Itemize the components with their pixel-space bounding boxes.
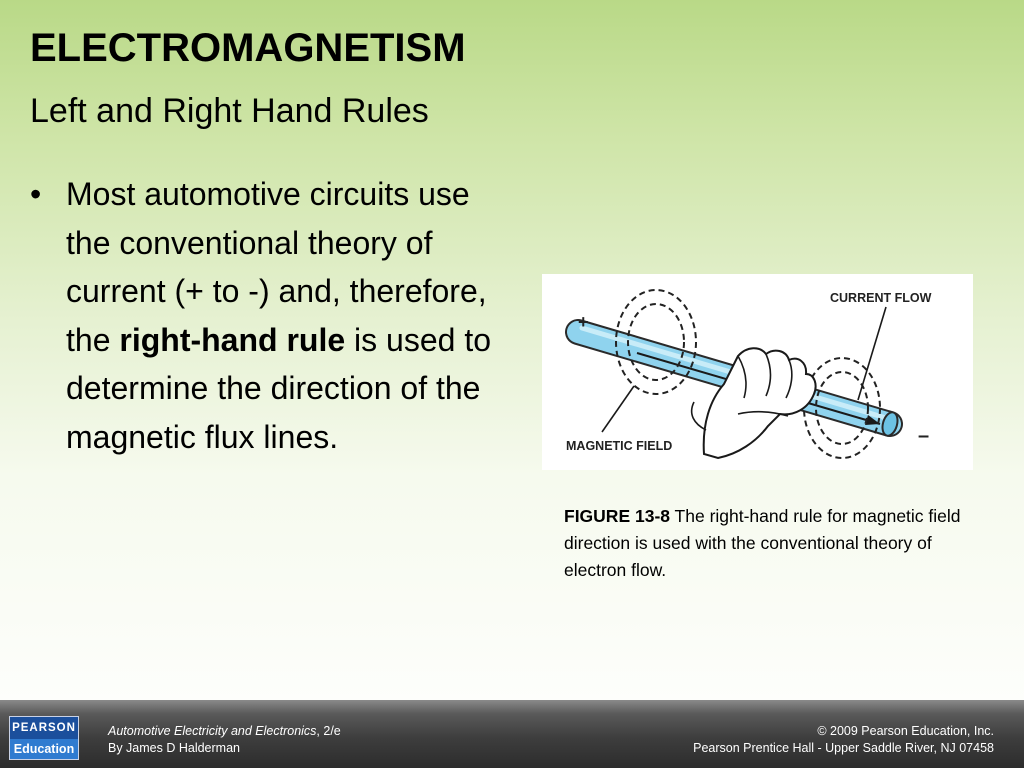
- footer-author: By James D Halderman: [108, 741, 240, 755]
- negative-terminal-label: –: [918, 425, 929, 447]
- bullet-text-before: Most automotive circuits use the convent…: [66, 176, 487, 358]
- magnetic-field-loops-right: [803, 357, 881, 459]
- footer-book-line: Automotive Electricity and Electronics, …: [108, 723, 341, 740]
- slide: ELECTROMAGNETISM Left and Right Hand Rul…: [30, 26, 984, 584]
- hand-icon: [690, 347, 817, 460]
- current-flow-label: CURRENT FLOW: [830, 291, 932, 305]
- footer-edition: , 2/e: [316, 724, 341, 738]
- footer-publisher-info: © 2009 Pearson Education, Inc. Pearson P…: [693, 723, 994, 757]
- footer-copyright: © 2009 Pearson Education, Inc.: [817, 724, 994, 738]
- slide-subtitle: Left and Right Hand Rules: [30, 92, 429, 130]
- magnetic-field-pointer: [601, 385, 635, 433]
- footer-book-info: Automotive Electricity and Electronics, …: [108, 723, 341, 757]
- bullet-marker: •: [30, 176, 42, 212]
- slide-title: ELECTROMAGNETISM: [30, 26, 466, 70]
- right-hand-rule-illustration: CURRENT FLOW MAGNETIC FIELD + –: [565, 289, 932, 460]
- footer-bar: PEARSON Education Automotive Electricity…: [0, 700, 1024, 768]
- logo-text-bottom: Education: [10, 739, 78, 759]
- current-flow-pointer: [857, 306, 887, 401]
- footer-book-title: Automotive Electricity and Electronics: [108, 724, 317, 738]
- caption-figure-number: FIGURE 13-8: [564, 506, 670, 526]
- bullet-bold-term: right-hand rule: [119, 321, 346, 358]
- footer-publisher: Pearson Prentice Hall - Upper Saddle Riv…: [693, 741, 994, 755]
- magnetic-field-label: MAGNETIC FIELD: [566, 439, 672, 453]
- figure-caption: FIGURE 13-8 The right-hand rule for magn…: [564, 503, 984, 584]
- right-hand-rule-figure: CURRENT FLOW MAGNETIC FIELD + –: [542, 274, 973, 470]
- magnetic-field-loops-left: [615, 289, 697, 395]
- bullet-item: Most automotive circuits use the convent…: [66, 170, 506, 461]
- positive-terminal-label: +: [578, 312, 589, 332]
- bullet-text-after: is used to determine the direction of th…: [66, 321, 491, 455]
- caption-text: The right-hand rule for magnetic field d…: [564, 506, 961, 580]
- logo-text-top: PEARSON: [12, 722, 76, 734]
- pearson-education-logo: PEARSON Education: [9, 716, 79, 760]
